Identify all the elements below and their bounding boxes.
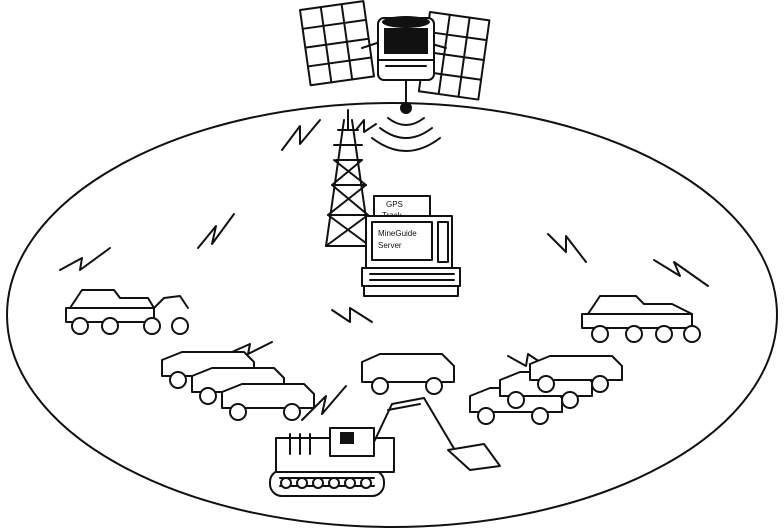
excavator-icon	[270, 398, 500, 496]
haul-truck-icon	[66, 290, 700, 424]
computer-workstation-icon: GPS Track MineGuide Server	[362, 196, 460, 296]
tower-box-line1: GPS	[386, 200, 403, 209]
monitor-line2: Server	[378, 241, 402, 250]
satellite-icon	[300, 1, 489, 151]
monitor-line1: MineGuide	[378, 229, 417, 238]
